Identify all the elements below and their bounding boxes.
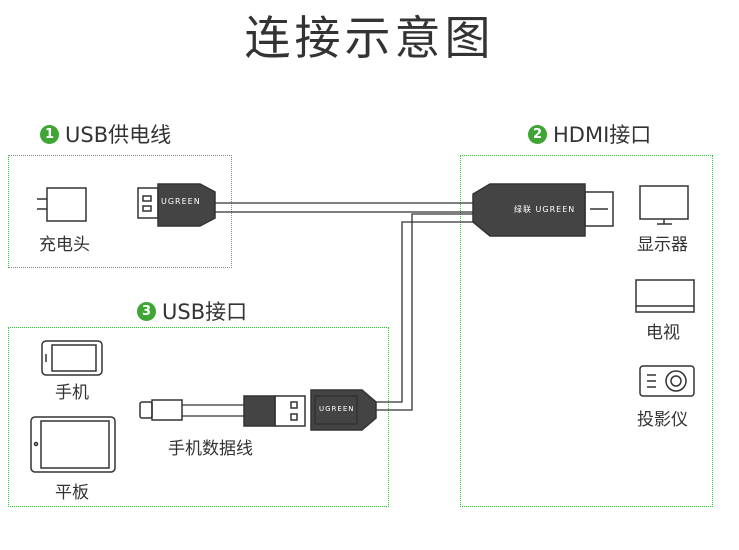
page-title: 连接示意图 bbox=[244, 11, 495, 65]
projector-label: 投影仪 bbox=[637, 410, 688, 430]
hdmi-to-adapter-cable bbox=[376, 213, 473, 411]
usb-port-group-box bbox=[8, 327, 389, 507]
adapter-brand: UGREEN bbox=[319, 405, 355, 413]
tv-icon bbox=[635, 279, 695, 313]
tablet-label: 平板 bbox=[55, 483, 89, 503]
projector-icon bbox=[639, 365, 695, 397]
monitor-icon bbox=[639, 185, 689, 225]
usb-cable-plug-icon bbox=[243, 395, 306, 427]
charger-icon bbox=[37, 187, 87, 222]
hdmi-plug-brand: 绿联 UGREEN bbox=[514, 205, 576, 214]
usb-power-cable bbox=[215, 202, 473, 213]
tv-label: 电视 bbox=[646, 323, 680, 343]
charger-label: 充电头 bbox=[39, 235, 90, 255]
phone-icon bbox=[41, 340, 103, 376]
section-label: USB接口 bbox=[162, 300, 248, 324]
usb-adapter-icon bbox=[310, 389, 377, 431]
usb-plug-brand: UGREEN bbox=[161, 197, 201, 206]
section-heading-usb-port: 3 USB接口 bbox=[137, 296, 247, 326]
section-number-badge: 1 bbox=[40, 124, 59, 144]
tablet-icon bbox=[30, 416, 116, 473]
phone-data-cable bbox=[182, 404, 244, 417]
hdmi-plug-icon bbox=[472, 183, 614, 237]
phone-cable-plug-icon bbox=[139, 399, 183, 421]
section-number-badge: 3 bbox=[137, 301, 156, 321]
section-number-badge: 2 bbox=[528, 124, 547, 144]
section-heading-usb-power: 1 USB供电线 bbox=[40, 119, 171, 149]
hdmi-group-box bbox=[460, 155, 713, 507]
section-heading-hdmi: 2 HDMI接口 bbox=[528, 119, 651, 149]
phone-cable-label: 手机数据线 bbox=[168, 439, 253, 459]
phone-label: 手机 bbox=[55, 383, 89, 403]
section-label: USB供电线 bbox=[65, 123, 172, 147]
monitor-label: 显示器 bbox=[637, 235, 688, 255]
section-label: HDMI接口 bbox=[553, 123, 652, 147]
usb-a-plug-icon bbox=[137, 183, 216, 227]
